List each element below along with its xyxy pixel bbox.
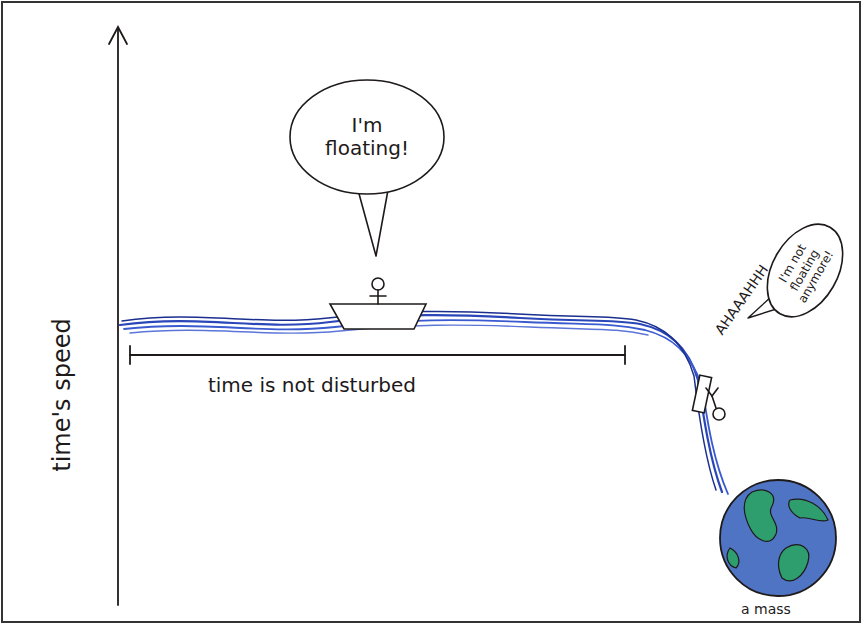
- hand-label: time is not disturbed: [208, 374, 416, 396]
- speech-bubble: I'm floating!: [289, 79, 445, 195]
- time-axis: [109, 27, 127, 605]
- bubble-text: I'm floating!: [315, 114, 419, 160]
- hand-label: AHAAAHHH: [712, 262, 771, 337]
- bubble-tail: [358, 190, 388, 256]
- boat: [330, 278, 426, 329]
- earth: [720, 480, 836, 596]
- hand-label: time's speed: [49, 318, 75, 471]
- hand-label: a mass: [741, 602, 791, 617]
- time-bracket: [130, 346, 625, 364]
- falling-boat: [692, 375, 725, 420]
- river: [120, 311, 728, 494]
